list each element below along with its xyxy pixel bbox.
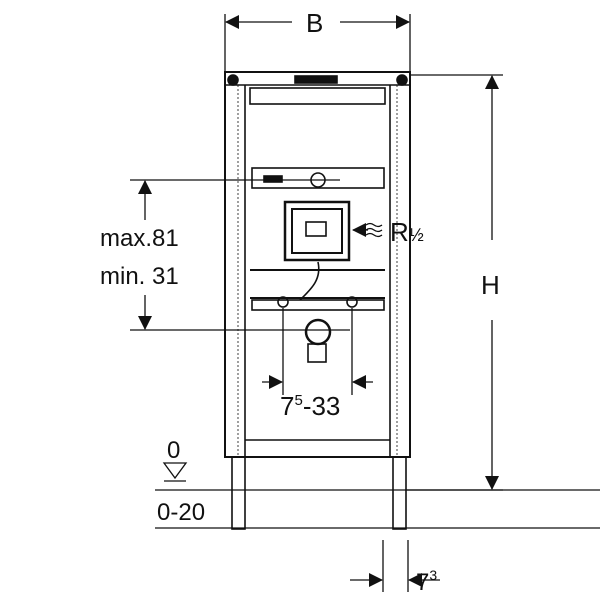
- connection-spacing-dimension: [262, 308, 373, 395]
- width-label: B: [306, 8, 323, 38]
- floor-zero-label: 0: [167, 437, 180, 464]
- frame: [224, 71, 411, 530]
- floor-lines: [155, 462, 600, 529]
- connection-spacing-label: 75-33: [280, 391, 340, 421]
- leg-offset-dimension: [350, 540, 440, 592]
- outlet-height-dimension: [130, 179, 350, 331]
- min-height-label: min. 31: [100, 263, 179, 290]
- floor-range-label: 0-20: [157, 499, 205, 526]
- max-height-label: max.81: [100, 225, 179, 252]
- leg-offset-label: 73: [416, 567, 437, 596]
- height-label: H: [481, 270, 500, 300]
- water-connection-arrow-icon: [352, 222, 383, 238]
- connection-label: R½: [390, 217, 424, 247]
- width-dimension: [224, 14, 411, 72]
